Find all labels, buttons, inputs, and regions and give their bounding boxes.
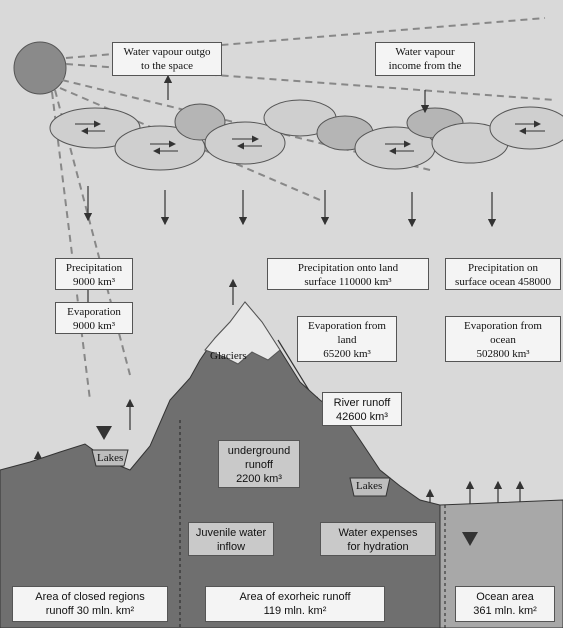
juvenile-inflow-label: Juvenile water inflow [188, 522, 274, 556]
sun-shape [13, 41, 67, 95]
underground-runoff-label: underground runoff 2200 km³ [218, 440, 300, 488]
cloud-band [49, 99, 563, 171]
lake-right-shape [349, 477, 391, 497]
area-ocean-label: Ocean area 361 mln. km² [455, 586, 555, 622]
cloud-flow-arrows [75, 120, 545, 155]
river-runoff-label: River runoff 42600 km³ [322, 392, 402, 426]
glacier-cap [204, 301, 281, 365]
divide-marker-left [96, 426, 112, 440]
precipitation-total-label: Precipitation 9000 km³ [55, 258, 133, 290]
hydration-expenses-label: Water expenses for hydration [320, 522, 436, 556]
vapour-income-label: Water vapour income from the [375, 42, 475, 76]
evaporation-total-label: Evaporation 9000 km³ [55, 302, 133, 334]
area-closed-label: Area of closed regions runoff 30 mln. km… [12, 586, 168, 622]
precip-ocean-label: Precipitation on surface ocean 458000 [445, 258, 561, 290]
divide-marker-right [462, 532, 478, 546]
precip-land-label: Precipitation onto land surface 110000 k… [267, 258, 429, 290]
lakes-right-label: Lakes [356, 480, 383, 492]
evap-land-label: Evaporation from land 65200 km³ [297, 316, 397, 362]
vapour-outgo-label: Water vapour outgo to the space [112, 42, 222, 76]
lake-left-shape [91, 449, 129, 467]
evap-ocean-label: Evaporation from ocean 502800 km³ [445, 316, 561, 362]
lakes-left-label: Lakes [97, 452, 124, 464]
area-exorheic-label: Area of exorheic runoff 119 mln. km² [205, 586, 385, 622]
glaciers-label: Glaciers [210, 350, 247, 362]
